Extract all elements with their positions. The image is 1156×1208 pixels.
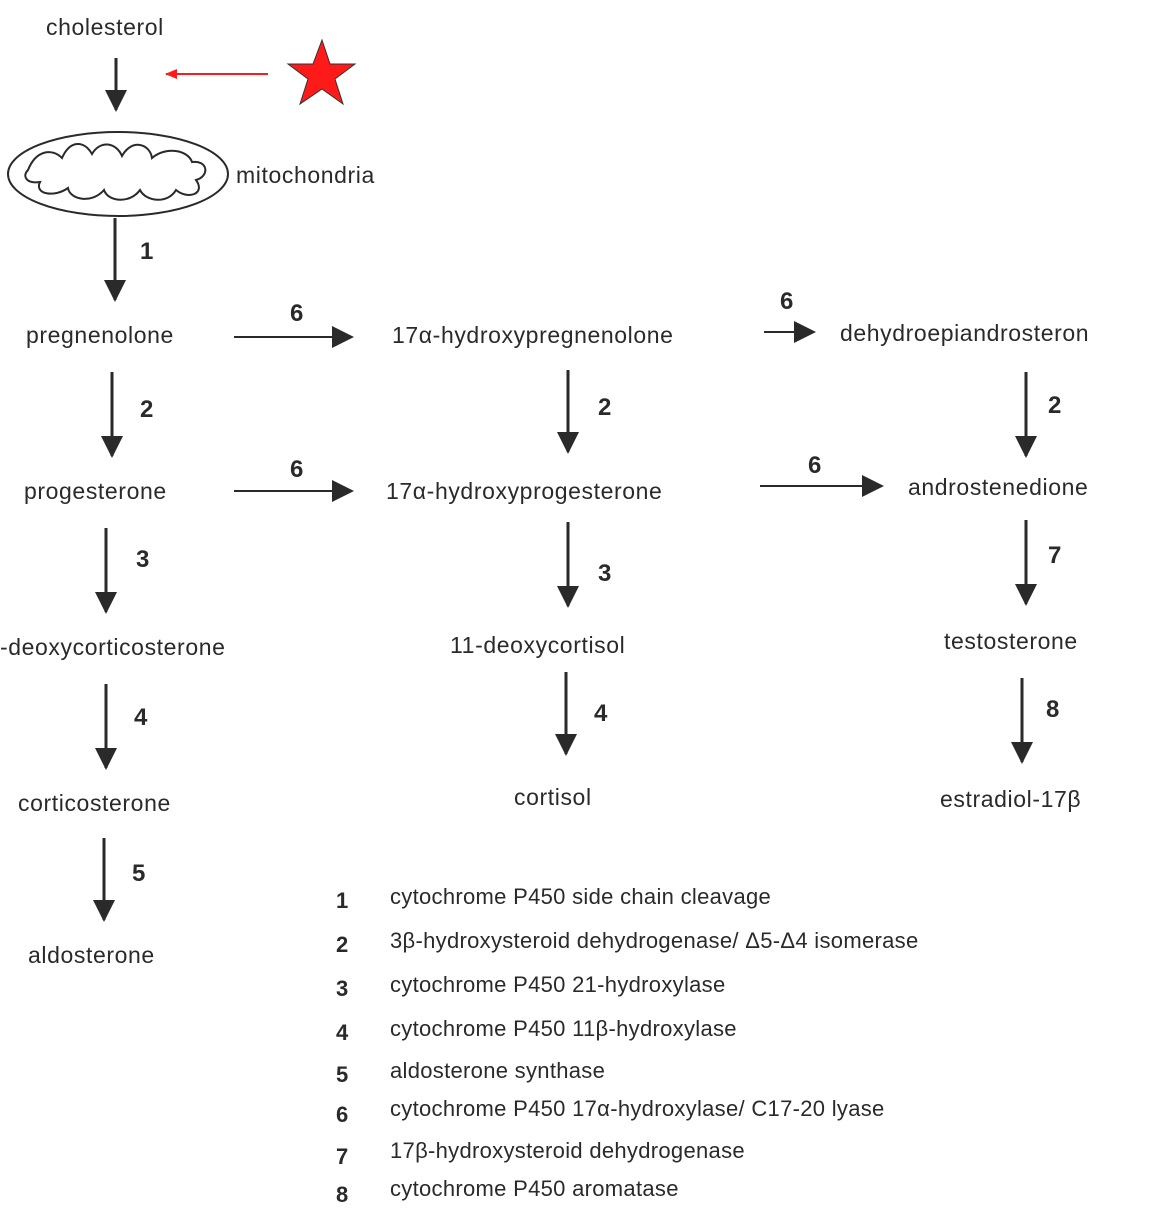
step-label: 6 [290, 456, 304, 483]
legend-text: aldosterone synthase [390, 1058, 606, 1083]
legend-text: cytochrome P450 aromatase [390, 1176, 679, 1201]
star-icon [286, 38, 357, 106]
step-label: 4 [134, 704, 148, 731]
legend-text: cytochrome P450 21-hydroxylase [390, 972, 726, 997]
legend-number: 6 [336, 1102, 349, 1127]
legend-text: 17β-hydroxysteroid dehydrogenase [390, 1138, 745, 1163]
node-pregnenolone: pregnenolone [26, 322, 174, 348]
node-deoxycorticosterone: -deoxycorticosterone [0, 634, 226, 660]
node-aldosterone: aldosterone [28, 942, 155, 968]
legend-number: 8 [336, 1182, 349, 1207]
step-label: 2 [140, 396, 154, 423]
node-corticosterone: corticosterone [18, 790, 171, 816]
legend-number: 1 [336, 888, 349, 913]
legend-number: 3 [336, 976, 349, 1001]
node-estradiol: estradiol-17β [940, 786, 1082, 812]
legend-text: cytochrome P450 side chain cleavage [390, 884, 772, 909]
node-11-deoxycortisol: 11-deoxycortisol [450, 632, 626, 658]
node-mitochondria: mitochondria [236, 162, 375, 188]
legend-number: 7 [336, 1144, 349, 1169]
legend-text: 3β-hydroxysteroid dehydrogenase/ Δ5-Δ4 i… [390, 928, 919, 953]
legend-number: 2 [336, 932, 349, 957]
step-label: 2 [598, 394, 612, 421]
step-label: 7 [1048, 542, 1062, 569]
node-dehydroepiandrosterone: dehydroepiandrosteron [840, 320, 1090, 346]
legend-number: 4 [336, 1020, 349, 1045]
node-progesterone: progesterone [24, 478, 167, 504]
node-cholesterol: cholesterol [46, 14, 164, 40]
step-label: 8 [1046, 696, 1060, 723]
step-label: 6 [780, 288, 794, 315]
node-17-hydroxypregnenolone: 17α-hydroxypregnenolone [392, 322, 674, 348]
legend-text: cytochrome P450 11β-hydroxylase [390, 1016, 737, 1041]
step-label: 3 [136, 546, 150, 573]
node-17-hydroxyprogesterone: 17α-hydroxyprogesterone [386, 478, 663, 504]
step-label: 6 [808, 452, 822, 479]
step-label: 2 [1048, 392, 1062, 419]
step-label: 4 [594, 700, 608, 727]
step-label: 3 [598, 560, 612, 587]
node-cortisol: cortisol [514, 784, 592, 810]
legend-number: 5 [336, 1062, 349, 1087]
mitochondria-icon [7, 131, 229, 217]
step-label: 1 [140, 238, 154, 265]
node-testosterone: testosterone [944, 628, 1078, 654]
step-label: 6 [290, 300, 304, 327]
legend-text: cytochrome P450 17α-hydroxylase/ C17-20 … [390, 1096, 885, 1121]
step-label: 5 [132, 860, 146, 887]
node-androstenedione: androstenedione [908, 474, 1089, 500]
